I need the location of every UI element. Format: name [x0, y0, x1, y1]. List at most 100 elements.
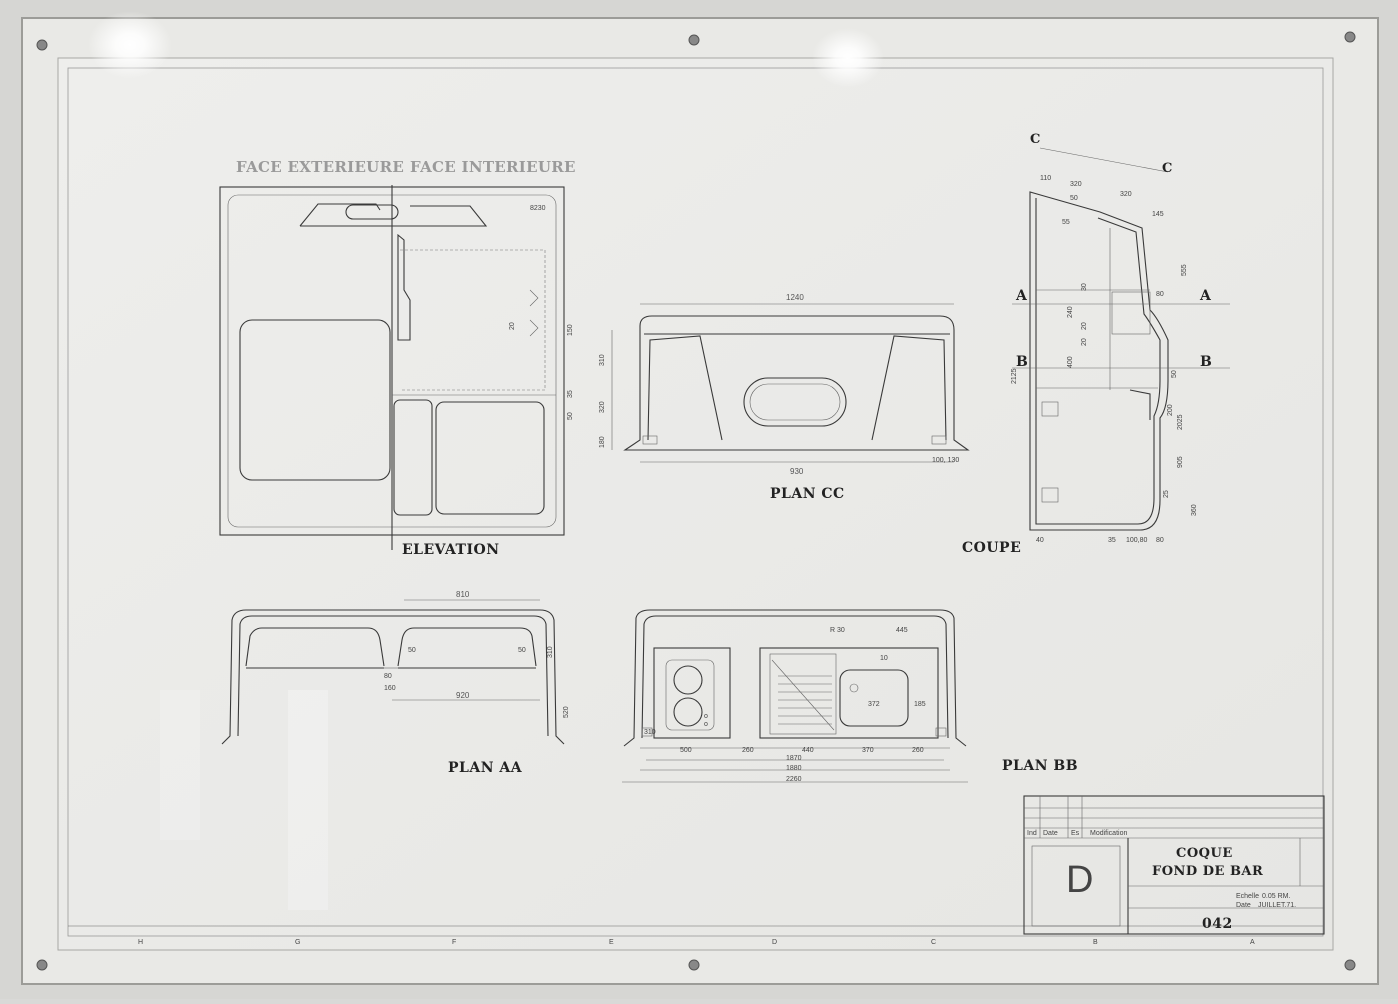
dim-coupe-t3: 320 — [1120, 191, 1132, 198]
dim-aa-80: 80 — [384, 673, 392, 680]
marker-a-right: A — [1199, 288, 1212, 304]
tick-g: G — [295, 939, 300, 946]
dim-coupe-r7: 400 — [1067, 356, 1074, 368]
label-face-exterieure: FACE EXTERIEURE — [236, 158, 404, 176]
tb-title-line1: COQUE — [1176, 846, 1233, 861]
dim-elev-r4: 50 — [567, 412, 574, 420]
plan-bb-view: o o R 30 445 10 372 185 310 500 260 440 … — [622, 609, 1078, 783]
glass-glare — [88, 11, 884, 910]
tb-date-label: Date — [1236, 902, 1251, 909]
label-plan-bb: PLAN BB — [1002, 758, 1078, 774]
tb-number: 042 — [1202, 916, 1233, 932]
svg-text:o: o — [704, 721, 708, 728]
tick-h: H — [138, 939, 143, 946]
dim-cc-l1: 310 — [599, 354, 606, 366]
dim-coupe-b1: 40 — [1036, 537, 1044, 544]
dim-coupe-r5: 20 — [1081, 322, 1088, 330]
dim-cc-top: 1240 — [786, 293, 804, 302]
tb-scale-value: 0.05 RM. — [1262, 893, 1290, 900]
paper-sheet — [57, 57, 1334, 951]
tb-scale-label: Echelle — [1236, 893, 1259, 900]
dim-coupe-r1: 555 — [1181, 264, 1188, 276]
plan-cc-view: 1240 310 320 180 930 100, 130 PLAN CC — [599, 293, 970, 502]
dim-coupe-t5: 50 — [1070, 195, 1078, 202]
marker-c-left: C — [1030, 132, 1041, 147]
dim-coupe-r8: 50 — [1171, 370, 1178, 378]
dim-bb-445: 445 — [896, 627, 908, 634]
tb-col-es: Es — [1071, 830, 1080, 837]
dim-coupe-r6: 20 — [1081, 338, 1088, 346]
tick-c: C — [931, 939, 936, 946]
marker-a-left: A — [1015, 288, 1028, 304]
dim-elev-top: 8230 — [530, 205, 546, 212]
tick-d: D — [772, 939, 777, 946]
elevation-view: FACE EXTERIEURE FACE INTERIEURE 8230 150… — [219, 158, 576, 558]
dim-bb-2260: 2260 — [786, 776, 802, 783]
label-plan-cc: PLAN CC — [770, 486, 845, 502]
dim-elev-r3: 35 — [567, 390, 574, 398]
dim-coupe-t2: 320 — [1070, 181, 1082, 188]
dim-coupe-r10: 2025 — [1177, 414, 1184, 430]
tb-col-ind: Ind — [1027, 830, 1037, 837]
dim-cc-l3: 180 — [599, 436, 606, 448]
dim-aa-160: 160 — [384, 685, 396, 692]
dim-bb-370: 370 — [862, 747, 874, 754]
dim-bb-260a: 260 — [742, 747, 754, 754]
dim-bb-260b: 260 — [912, 747, 924, 754]
tb-col-modification: Modification — [1090, 830, 1127, 837]
dim-bb-1870: 1870 — [786, 755, 802, 762]
tick-b: B — [1093, 939, 1098, 946]
dim-bb-440: 440 — [802, 747, 814, 754]
dim-coupe-t1: 110 — [1040, 175, 1051, 182]
tick-f: F — [452, 939, 456, 946]
dim-bb-10: 10 — [880, 655, 888, 662]
dim-coupe-left: 2125 — [1011, 368, 1018, 384]
coupe-view: C C A A B B 110 320 320 145 50 55 555 30… — [962, 132, 1230, 556]
dim-coupe-r9: 200 — [1167, 404, 1174, 416]
dim-coupe-r12: 25 — [1163, 490, 1170, 498]
dim-cc-br: 100, 130 — [932, 457, 959, 464]
dim-coupe-r4: 240 — [1067, 306, 1074, 318]
dim-coupe-r2: 30 — [1081, 283, 1088, 291]
dim-bb-185: 185 — [914, 701, 926, 708]
dim-coupe-t4: 145 — [1152, 211, 1164, 218]
dim-bb-500: 500 — [680, 747, 692, 754]
dim-coupe-b2: 35 — [1108, 537, 1116, 544]
dim-bb-r30: R 30 — [830, 627, 845, 634]
dim-aa-top: 810 — [456, 590, 470, 599]
marker-b-right: B — [1200, 354, 1212, 370]
dim-bb-372: 372 — [868, 701, 880, 708]
title-block: Ind Date Es Modification D COQUE FOND DE… — [1023, 795, 1325, 935]
dim-cc-l2: 320 — [599, 401, 606, 413]
dim-elev-r2: 20 — [509, 322, 516, 330]
label-elevation: ELEVATION — [402, 542, 500, 558]
dim-coupe-b4: 80 — [1156, 537, 1164, 544]
dim-aa-50b: 50 — [518, 647, 526, 654]
tb-col-date: Date — [1043, 830, 1058, 837]
dim-aa-310: 310 — [547, 646, 554, 658]
dim-elev-r1: 150 — [567, 324, 574, 336]
label-coupe: COUPE — [962, 540, 1021, 556]
tb-date-value: JUILLET.71. — [1258, 902, 1296, 909]
marker-c-right: C — [1162, 161, 1173, 176]
dim-bb-1880: 1880 — [786, 765, 802, 772]
dim-aa-50a: 50 — [408, 647, 416, 654]
dim-coupe-b3: 100,80 — [1126, 537, 1148, 544]
tb-letter: D — [1066, 859, 1093, 901]
dim-aa-520: 520 — [563, 706, 570, 718]
dim-coupe-t6: 55 — [1062, 219, 1070, 226]
tick-a: A — [1250, 939, 1255, 946]
dim-coupe-r3: 80 — [1156, 291, 1164, 298]
plan-aa-view: 810 50 50 80 160 920 310 520 PLAN AA — [221, 590, 570, 776]
tb-title-line2: FOND DE BAR — [1152, 864, 1263, 879]
label-face-interieure: FACE INTERIEURE — [410, 158, 576, 176]
svg-text:o: o — [704, 713, 708, 720]
paper-border — [67, 67, 1324, 937]
tick-e: E — [609, 939, 614, 946]
dim-cc-bottom: 930 — [790, 467, 804, 476]
dim-bb-310: 310 — [644, 729, 656, 736]
frame-screws — [36, 31, 1356, 971]
label-plan-aa: PLAN AA — [448, 760, 523, 776]
